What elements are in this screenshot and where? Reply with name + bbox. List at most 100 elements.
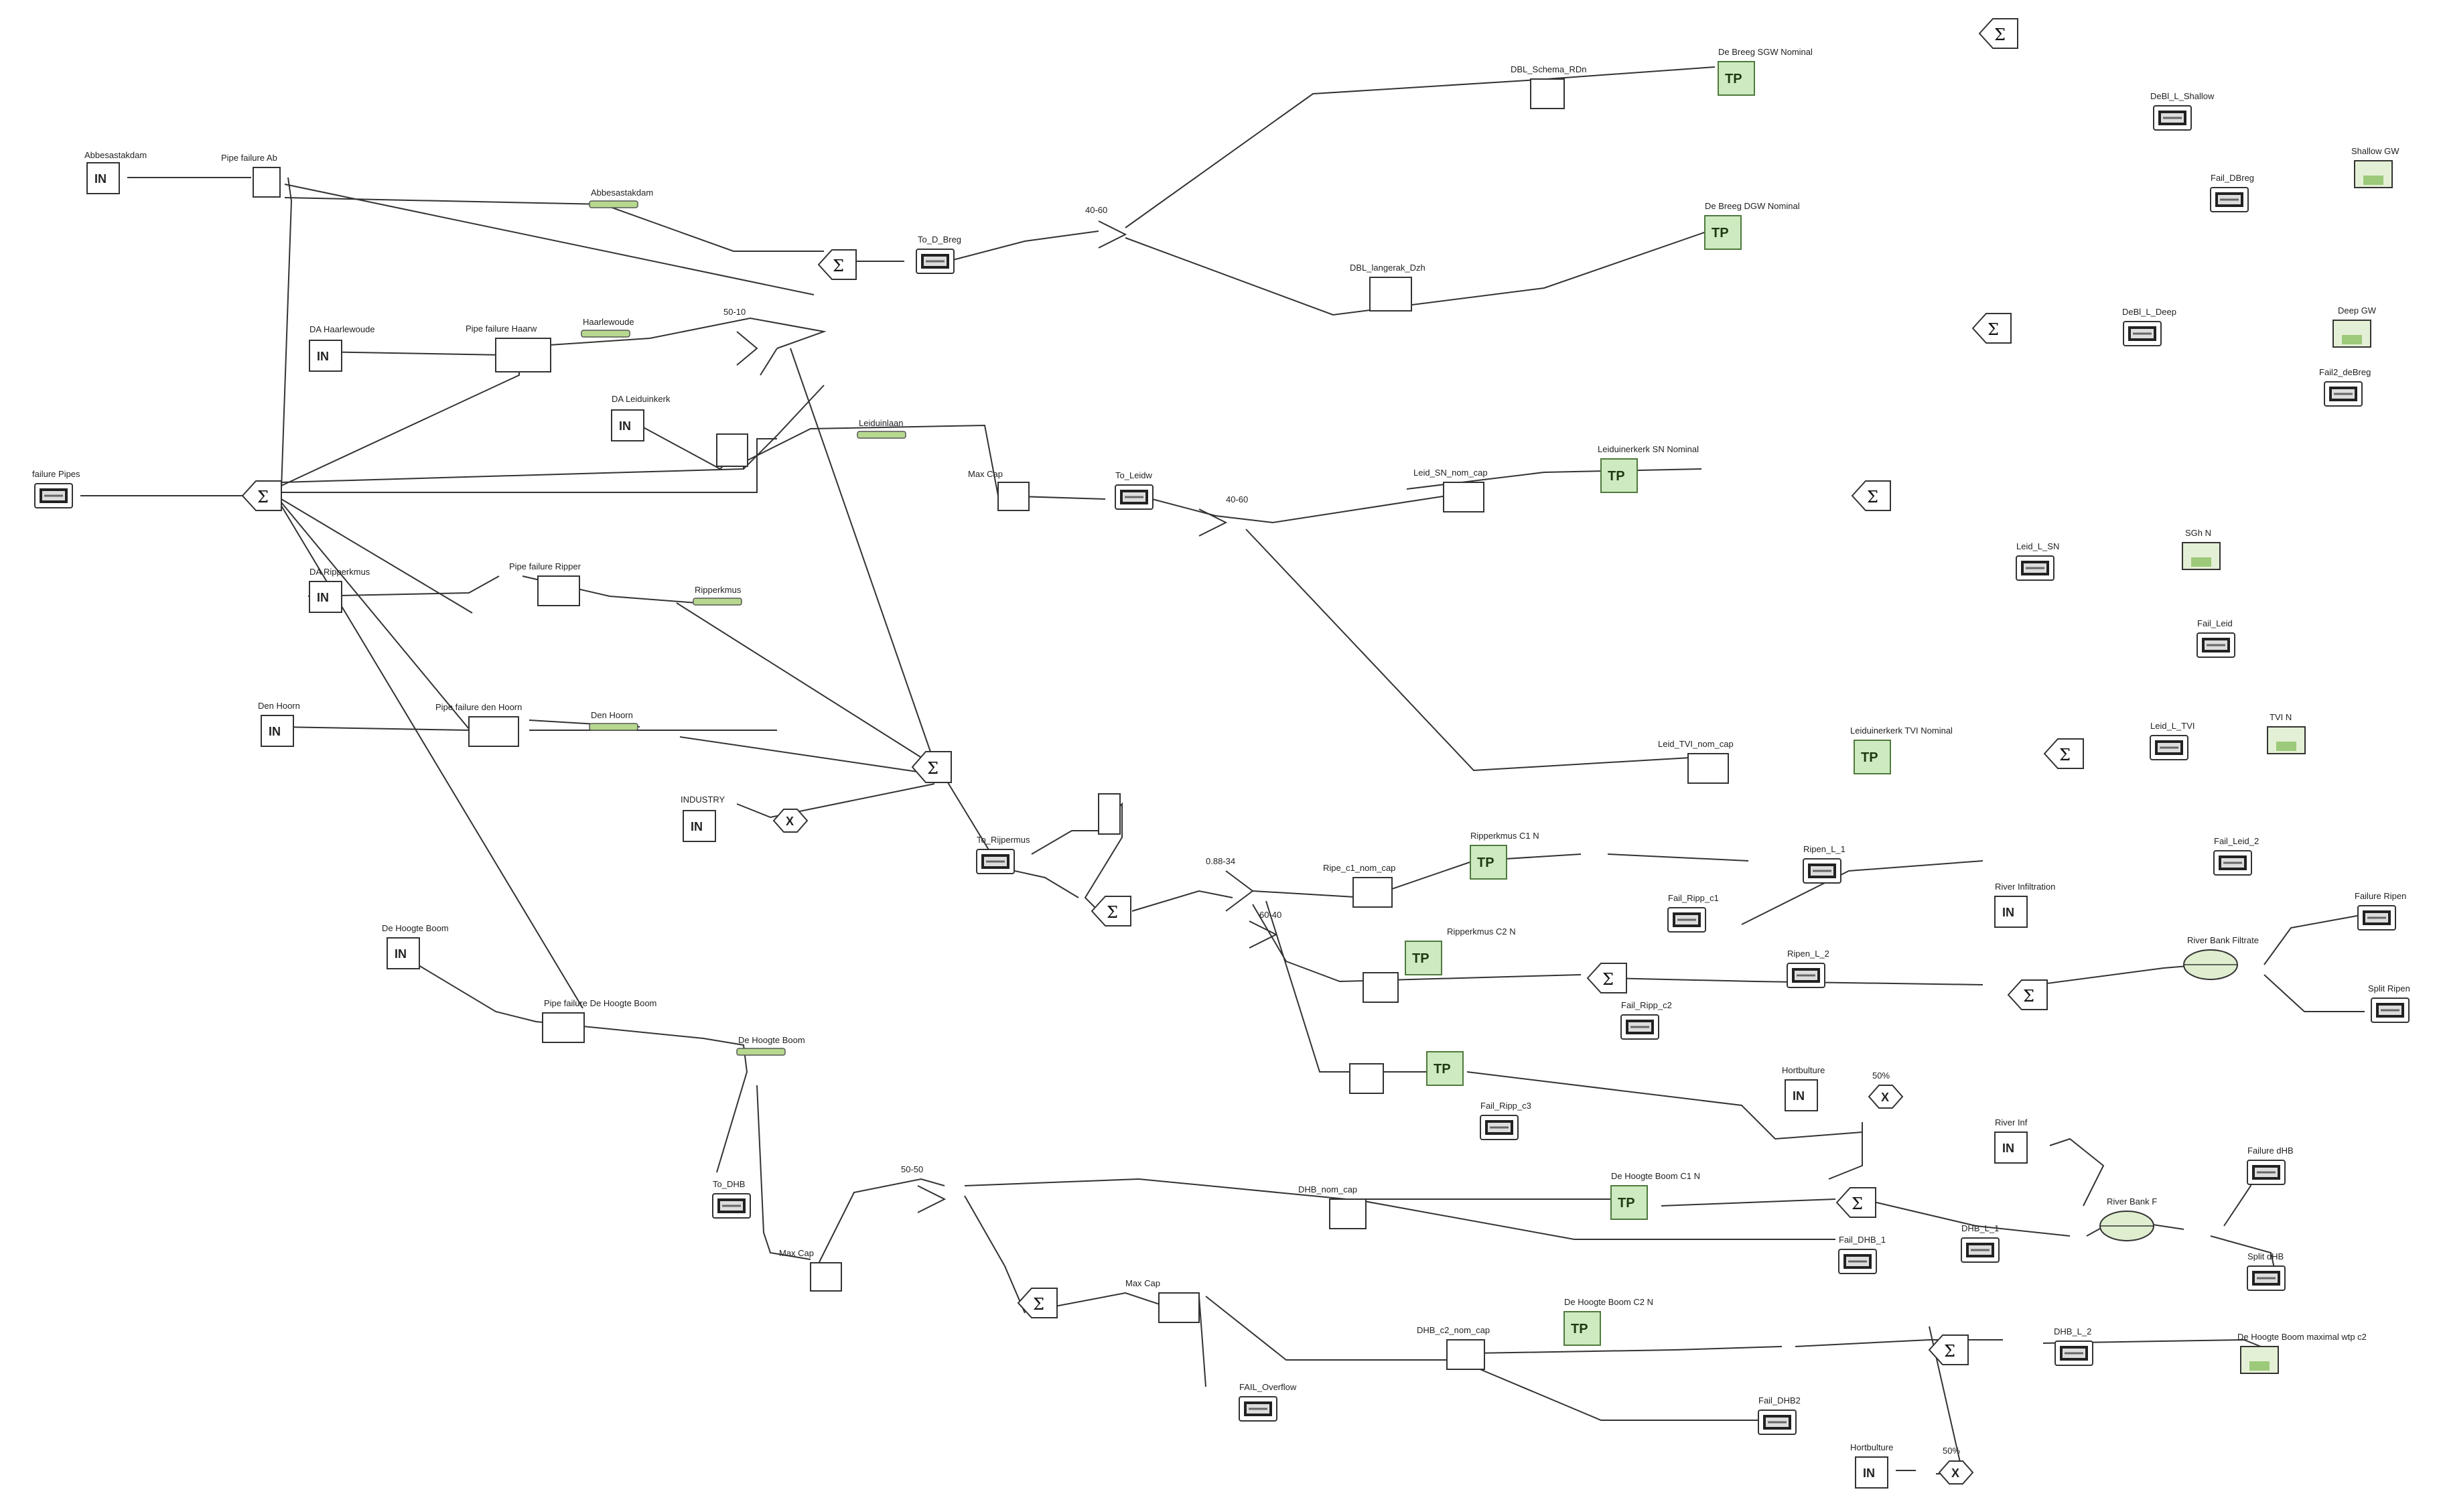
conduit[interactable]: Abbesastakdam	[589, 188, 653, 208]
summer-block[interactable]: Σ	[1971, 313, 2012, 344]
meter-block[interactable]: Leid_L_TVI	[2149, 721, 2195, 761]
meter-block[interactable]: Fail_DHB_1	[1837, 1235, 1886, 1275]
meter-block[interactable]: failure Pipes	[32, 469, 80, 509]
multiplier-block[interactable]: X	[772, 809, 809, 833]
reservoir[interactable]: Deep GW	[2332, 305, 2377, 348]
tp-block[interactable]: TP	[1426, 1051, 1464, 1086]
splitter[interactable]: 50-10	[723, 307, 758, 366]
summer-block[interactable]: Σ	[2043, 738, 2084, 769]
meter-block[interactable]: To_Leidw	[1114, 470, 1154, 510]
summer-block[interactable]: Σ	[1017, 1288, 1058, 1318]
meter-block[interactable]: Fail_DBreg	[2209, 173, 2254, 213]
meter-block[interactable]: Leid_L_SN	[2015, 541, 2059, 581]
multiplier-block[interactable]: X50%	[1868, 1071, 1904, 1109]
summer-block[interactable]: Σ	[817, 249, 857, 280]
nom-cap-block[interactable]: Leid_TVI_nom_cap	[1658, 739, 1734, 784]
summer-block[interactable]: Σ	[1091, 896, 1131, 926]
meter-block[interactable]: Fail_Ripp_c2	[1620, 1000, 1672, 1040]
pipe-failure-block[interactable]: Pipe failure Ab	[221, 153, 281, 198]
max-cap-block[interactable]: Max Cap	[968, 469, 1030, 511]
reservoir[interactable]: Shallow GW	[2351, 146, 2399, 188]
reservoir[interactable]: TVI N	[2267, 712, 2306, 754]
meter-block[interactable]: Fail_Ripp_c1	[1667, 893, 1719, 933]
pipe-failure-block[interactable]: Pipe failure Haarw	[466, 324, 551, 372]
nom-cap-block[interactable]: DHB_nom_cap	[1298, 1184, 1367, 1229]
meter-block[interactable]: DeBl_L_Deep	[2122, 307, 2176, 347]
summer-block[interactable]: Σ	[2007, 979, 2048, 1010]
conduit[interactable]: Leiduinlaan	[857, 418, 906, 439]
meter-block[interactable]: Split Ripen	[2368, 983, 2410, 1024]
nom-cap-block[interactable]: DBL_Schema_RDn	[1511, 64, 1586, 109]
pipe-failure-block[interactable]: Pipe failure De Hoogte Boom	[542, 998, 656, 1043]
river-bank-tank[interactable]: River Bank F	[2099, 1196, 2157, 1241]
summer-block[interactable]: Σ	[911, 751, 952, 783]
meter-block[interactable]: Failure dHB	[2246, 1146, 2294, 1186]
reservoir[interactable]: SGh N	[2182, 528, 2221, 570]
conduit[interactable]: De Hoogte Boom	[736, 1035, 805, 1056]
max-cap-block[interactable]: Max Cap	[1125, 1278, 1200, 1323]
nom-cap-block[interactable]	[1349, 1063, 1384, 1094]
splitter[interactable]: 40-60	[1085, 205, 1127, 249]
meter-block[interactable]: Fail_Ripp_c3	[1479, 1101, 1531, 1141]
meter-block[interactable]: DHB_L_1	[1960, 1223, 2000, 1263]
summer-block[interactable]: Σ	[241, 480, 282, 511]
max-cap-block[interactable]: Max Cap	[779, 1248, 842, 1292]
meter-block[interactable]: To_D_Breg	[915, 234, 961, 275]
meter-block[interactable]: Fail_Leid_2	[2213, 836, 2259, 876]
meter-block[interactable]: Fail_Leid	[2196, 618, 2236, 659]
splitter[interactable]: 50-50	[901, 1164, 947, 1213]
meter-block[interactable]: Fail2_deBreg	[2319, 367, 2371, 407]
multiplier-block[interactable]: X50%	[1938, 1446, 1974, 1485]
pipe-failure-block[interactable]	[716, 433, 748, 467]
nom-cap-block[interactable]	[1363, 972, 1399, 1003]
pipe-failure-block[interactable]: Pipe failure den Hoorn	[435, 702, 522, 747]
meter-block[interactable]: FAIL_Overflow	[1238, 1382, 1297, 1422]
meter-block[interactable]: Fail_DHB2	[1757, 1395, 1801, 1436]
nom-cap-block[interactable]: DHB_c2_nom_cap	[1417, 1325, 1490, 1370]
summer-block[interactable]: Σ	[1978, 18, 2018, 49]
conduit[interactable]: Den Hoorn	[589, 710, 638, 731]
meter-block[interactable]: To_Rijpermus	[975, 835, 1030, 875]
meter-block[interactable]: Ripen_L_1	[1802, 844, 1845, 884]
nom-cap-block[interactable]: Ripe_c1_nom_cap	[1323, 863, 1395, 908]
meter-block[interactable]: DeBl_L_Shallow	[2150, 91, 2215, 131]
splitter[interactable]: 40-60	[1198, 494, 1248, 537]
river-bank-tank[interactable]: River Bank Filtrate	[2183, 935, 2259, 980]
meter-block[interactable]: To_DHB	[711, 1179, 752, 1219]
pipe-failure-block[interactable]: Pipe failure Ripper	[509, 561, 581, 606]
summer-block[interactable]: Σ	[1835, 1187, 1876, 1218]
meter-block[interactable]: Ripen_L_2	[1786, 949, 1829, 989]
splitter[interactable]: 0.88-34	[1206, 856, 1254, 912]
meter-block[interactable]: Split dHB	[2246, 1251, 2286, 1292]
timer-block[interactable]	[1098, 793, 1121, 835]
summer-block[interactable]: Σ	[1851, 480, 1891, 511]
nom-cap-block[interactable]: Leid_SN_nom_cap	[1413, 468, 1488, 512]
meter-block[interactable]: DHB_L_2	[2054, 1326, 2094, 1367]
summer-block[interactable]: Σ	[1928, 1334, 1969, 1365]
splitter[interactable]: 60-40	[1249, 910, 1281, 949]
reservoir[interactable]: De Hoogte Boom maximal wtp c2	[2237, 1332, 2367, 1374]
meter-block[interactable]: Failure Ripen	[2355, 891, 2406, 931]
conduit[interactable]: Ripperkmus	[693, 585, 742, 606]
conduit[interactable]: Haarlewoude	[581, 317, 634, 338]
summer-block[interactable]: Σ	[1586, 963, 1627, 993]
